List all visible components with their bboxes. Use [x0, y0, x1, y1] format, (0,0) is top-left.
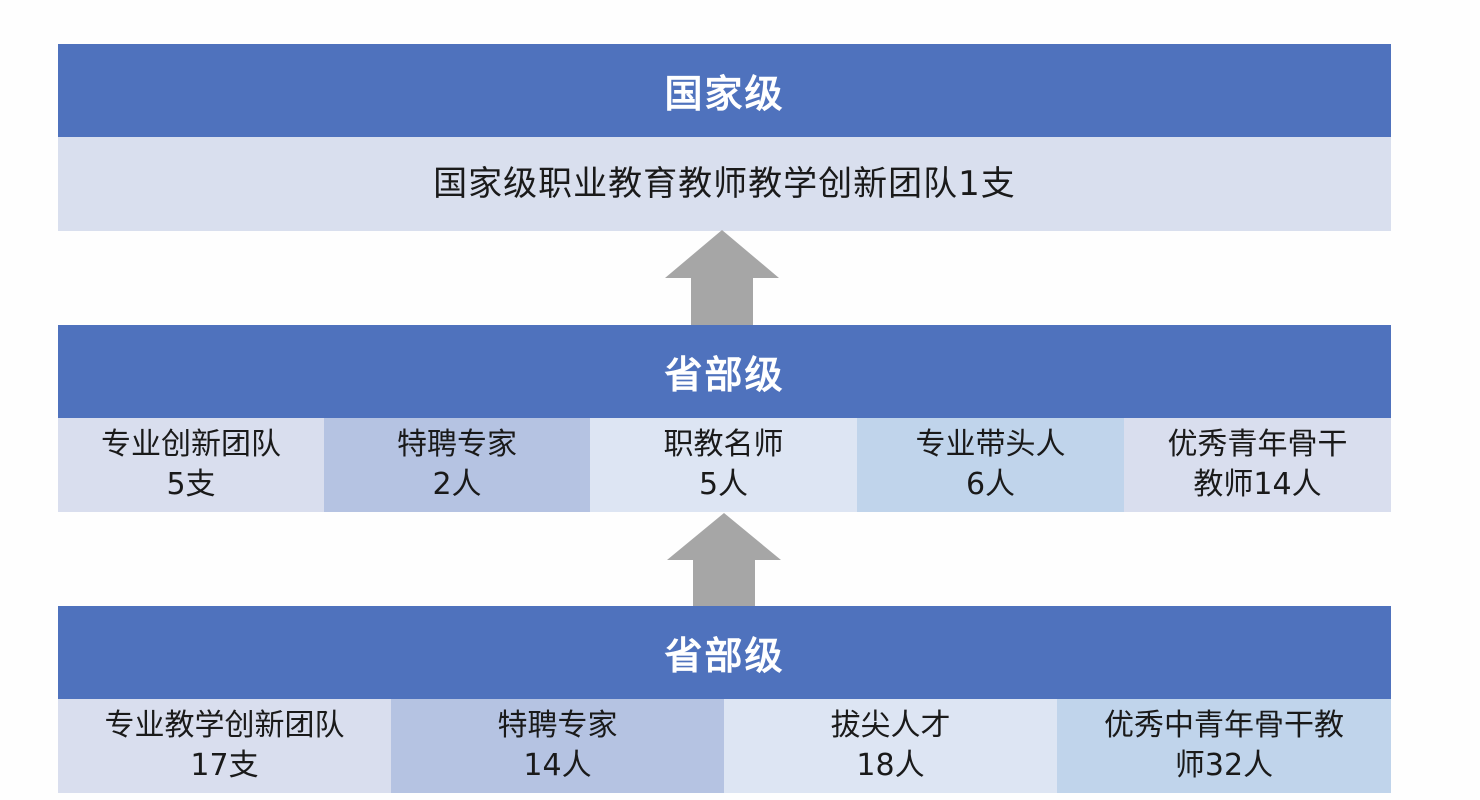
cell-teaching-innovation-team: 专业教学创新团队 17支 — [58, 699, 391, 793]
tier-provincial-1: 省部级 专业创新团队 5支 特聘专家 2人 职教名师 5人 专业带头人 6人 优… — [58, 325, 1391, 512]
cell-value: 5人 — [698, 467, 749, 502]
tier-provincial-2: 省部级 专业教学创新团队 17支 特聘专家 14人 拔尖人才 18人 优秀中青年… — [58, 606, 1391, 793]
cell-value: 2人 — [432, 467, 482, 502]
cell-label: 职教名师 — [663, 427, 784, 462]
national-team-cell: 国家级职业教育教师教学创新团队1支 — [58, 137, 1391, 231]
cell-label: 优秀中青年骨干教 — [1104, 708, 1344, 743]
tier-national-header: 国家级 — [58, 44, 1391, 137]
cell-value: 6人 — [965, 467, 1016, 502]
national-team-label: 国家级职业教育教师教学创新团队1支 — [433, 164, 1016, 204]
tier-national-row: 国家级职业教育教师教学创新团队1支 — [58, 137, 1391, 231]
cell-value: 教师14人 — [1193, 467, 1322, 502]
cell-label: 拔尖人才 — [830, 708, 951, 743]
tier-provincial-1-header: 省部级 — [58, 325, 1391, 418]
cell-label: 专业带头人 — [915, 427, 1066, 462]
cell-value: 18人 — [856, 748, 925, 783]
cell-top-talent: 拔尖人才 18人 — [724, 699, 1057, 793]
cell-innovation-team: 专业创新团队 5支 — [58, 418, 324, 512]
cell-discipline-leader: 专业带头人 6人 — [857, 418, 1124, 512]
cell-value: 14人 — [523, 748, 592, 783]
tier-provincial-2-row: 专业教学创新团队 17支 特聘专家 14人 拔尖人才 18人 优秀中青年骨干教 … — [58, 699, 1391, 793]
cell-value: 5支 — [166, 467, 216, 502]
tier-provincial-1-row: 专业创新团队 5支 特聘专家 2人 职教名师 5人 专业带头人 6人 优秀青年骨… — [58, 418, 1391, 512]
cell-special-expert: 特聘专家 2人 — [324, 418, 590, 512]
tier-provincial-2-header: 省部级 — [58, 606, 1391, 699]
cell-special-expert: 特聘专家 14人 — [391, 699, 724, 793]
cell-label: 专业教学创新团队 — [104, 708, 345, 743]
cell-label: 专业创新团队 — [101, 427, 281, 462]
cell-label: 特聘专家 — [497, 708, 618, 743]
arrow-up-icon — [667, 513, 781, 608]
cell-famous-teacher: 职教名师 5人 — [590, 418, 857, 512]
arrow-up-icon — [665, 230, 779, 326]
tier-national: 国家级 国家级职业教育教师教学创新团队1支 — [58, 44, 1391, 231]
cell-value: 师32人 — [1174, 748, 1274, 783]
cell-value: 17支 — [190, 748, 259, 783]
cell-young-backbone: 优秀青年骨干 教师14人 — [1124, 418, 1391, 512]
cell-label: 特聘专家 — [397, 427, 517, 462]
cell-label: 优秀青年骨干 — [1167, 427, 1348, 462]
cell-middle-young-backbone: 优秀中青年骨干教 师32人 — [1057, 699, 1391, 793]
